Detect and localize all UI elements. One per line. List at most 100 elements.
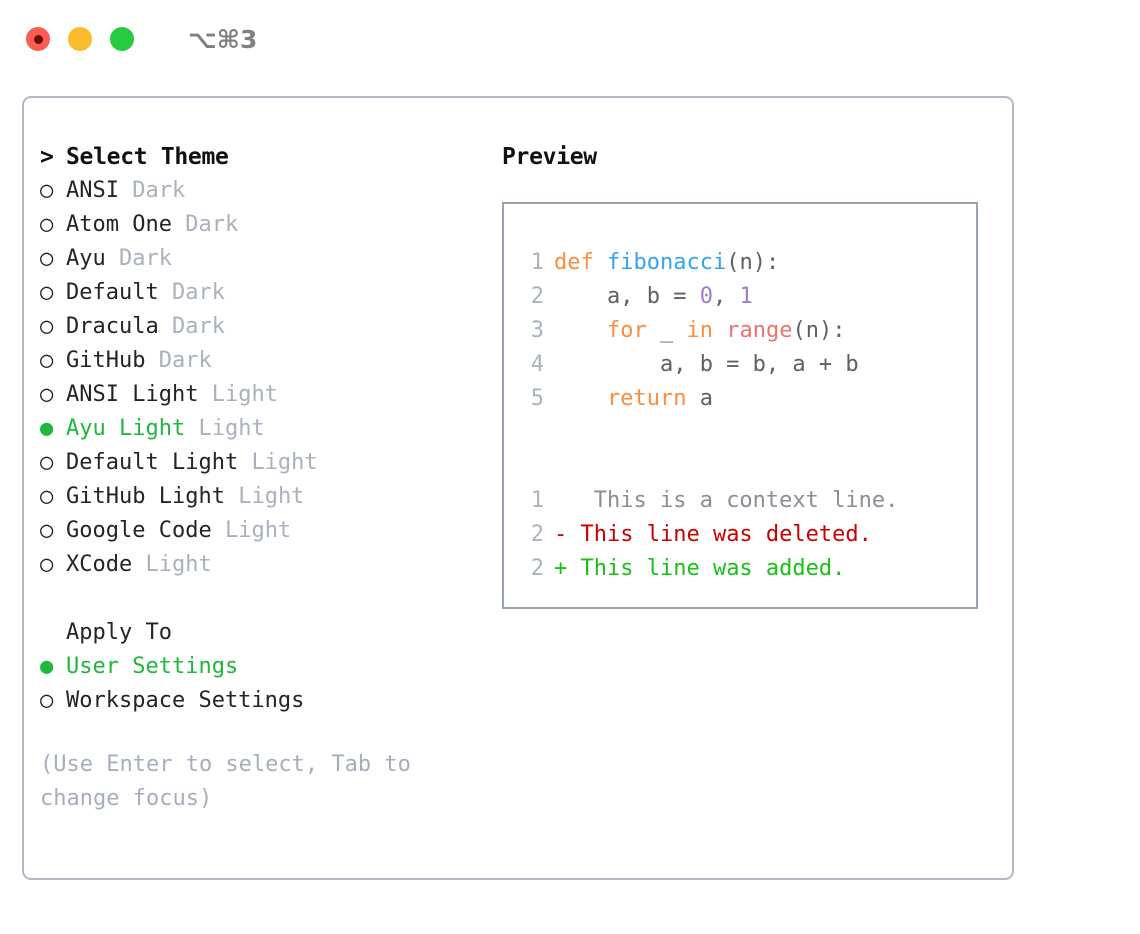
apply-option-label: User Settings: [66, 654, 239, 679]
line-number: 2: [530, 522, 544, 547]
diff-sign: -: [554, 522, 568, 547]
radio-icon[interactable]: ○: [40, 178, 54, 203]
radio-icon[interactable]: ○: [40, 348, 54, 373]
theme-option-xcode[interactable]: ○ XCode Light: [40, 552, 490, 586]
code-blank-line: [518, 420, 976, 454]
window-controls: [26, 27, 134, 51]
apply-to-heading-row: · Apply To: [40, 620, 490, 654]
theme-name: Default: [66, 280, 159, 305]
line-number: 4: [530, 352, 544, 377]
theme-name: XCode: [66, 552, 133, 577]
diff-text: This line was added.: [567, 556, 846, 581]
code-blank-line: [518, 454, 976, 488]
diff-text: This line was deleted.: [567, 522, 872, 547]
radio-icon[interactable]: ○: [40, 552, 54, 577]
theme-tag: Light: [211, 382, 278, 407]
theme-option-ansi[interactable]: ○ ANSI Dark: [40, 178, 490, 212]
line-number: 3: [530, 318, 544, 343]
radio-icon[interactable]: ○: [40, 450, 54, 475]
radio-icon[interactable]: ○: [40, 688, 54, 713]
code-line: 5 return a: [518, 386, 976, 420]
select-theme-heading: Select Theme: [66, 144, 229, 170]
theme-option-ayu[interactable]: ○ Ayu Dark: [40, 246, 490, 280]
theme-name: ANSI: [66, 178, 119, 203]
theme-name: Ayu: [66, 246, 106, 271]
apply-option-workspace-settings[interactable]: ○ Workspace Settings: [40, 688, 490, 722]
radio-icon-selected[interactable]: ●: [40, 416, 54, 441]
theme-tag: Light: [238, 484, 305, 509]
theme-selection-column: > Select Theme ○ ANSI Dark ○ Atom One Da…: [40, 144, 490, 816]
theme-tag: Light: [145, 552, 212, 577]
window-title-shortcut: ⌥⌘3: [188, 24, 258, 54]
preview-column: Preview 1 def fibonacci(n): 2 a, b = 0, …: [502, 144, 992, 609]
apply-to-heading: Apply To: [66, 620, 172, 645]
code-line: 4 a, b = b, a + b: [518, 352, 976, 386]
theme-option-github[interactable]: ○ GitHub Dark: [40, 348, 490, 382]
preview-heading: Preview: [502, 144, 597, 170]
preview-box: 1 def fibonacci(n): 2 a, b = 0, 1 3 for …: [502, 202, 978, 609]
line-number: 2: [530, 556, 544, 581]
theme-option-github-light[interactable]: ○ GitHub Light Light: [40, 484, 490, 518]
diff-sign: [554, 488, 567, 513]
radio-icon[interactable]: ○: [40, 212, 54, 237]
theme-tag: Light: [224, 518, 292, 543]
theme-tag: Dark: [171, 314, 225, 339]
code-line: 1 def fibonacci(n):: [518, 250, 976, 284]
apply-option-user-settings[interactable]: ● User Settings: [40, 654, 490, 688]
line-number: 1: [530, 250, 544, 275]
code-line: 3 for _ in range(n):: [518, 318, 976, 352]
radio-icon[interactable]: ○: [40, 484, 54, 509]
maximize-button[interactable]: [110, 27, 134, 51]
diff-line-context: 1 This is a context line.: [518, 488, 976, 522]
theme-option-ayu-light[interactable]: ● Ayu Light Light: [40, 416, 490, 450]
theme-option-atom-one[interactable]: ○ Atom One Dark: [40, 212, 490, 246]
theme-name: GitHub: [66, 348, 146, 373]
line-number: 1: [530, 488, 544, 513]
theme-tag: Dark: [185, 212, 239, 237]
theme-tag: Light: [198, 416, 265, 441]
theme-name: ANSI Light: [66, 382, 199, 407]
theme-tag: Dark: [171, 280, 225, 305]
radio-icon[interactable]: ○: [40, 246, 54, 271]
title-bar: ⌥⌘3: [0, 0, 1140, 78]
theme-tag: Light: [251, 450, 318, 475]
diff-line-added: 2 + This line was added.: [518, 556, 976, 590]
diff-line-deleted: 2 - This line was deleted.: [518, 522, 976, 556]
minimize-button[interactable]: [68, 27, 92, 51]
radio-icon-selected[interactable]: ●: [40, 654, 54, 679]
code-text: for _ in range(n):: [606, 318, 846, 343]
radio-icon[interactable]: ○: [40, 314, 54, 339]
apply-option-label: Workspace Settings: [66, 688, 305, 713]
code-line: 2 a, b = 0, 1: [518, 284, 976, 318]
code-text: a, b = 0, 1: [554, 284, 753, 309]
radio-icon[interactable]: ○: [40, 280, 54, 305]
theme-tag: Dark: [132, 178, 186, 203]
theme-name: GitHub Light: [66, 484, 225, 509]
theme-option-default-light[interactable]: ○ Default Light Light: [40, 450, 490, 484]
keyboard-hint-text: (Use Enter to select, Tab to change focu…: [40, 752, 425, 811]
theme-name: Ayu Light: [66, 416, 186, 441]
radio-icon[interactable]: ○: [40, 518, 54, 543]
code-text: return a: [606, 386, 713, 411]
theme-name: Atom One: [66, 212, 172, 237]
code-text: def fibonacci(n):: [554, 250, 780, 275]
theme-option-ansi-light[interactable]: ○ ANSI Light Light: [40, 382, 490, 416]
theme-option-dracula[interactable]: ○ Dracula Dark: [40, 314, 490, 348]
theme-name: Default Light: [66, 450, 239, 475]
radio-icon[interactable]: ○: [40, 382, 54, 407]
theme-name: Google Code: [66, 518, 212, 543]
line-number: 5: [530, 386, 544, 411]
theme-tag: Dark: [158, 348, 212, 373]
close-button[interactable]: [26, 27, 50, 51]
diff-sign: +: [554, 556, 568, 581]
line-number: 2: [530, 284, 544, 309]
diff-text: This is a context line.: [567, 488, 899, 513]
spacer-marker: ·: [40, 622, 66, 644]
section-spacer: [40, 586, 490, 620]
theme-tag: Dark: [119, 246, 172, 271]
theme-option-google-code[interactable]: ○ Google Code Light: [40, 518, 490, 552]
main-panel: > Select Theme ○ ANSI Dark ○ Atom One Da…: [22, 96, 1014, 880]
theme-option-default[interactable]: ○ Default Dark: [40, 280, 490, 314]
select-theme-heading-row: > Select Theme: [40, 144, 490, 178]
